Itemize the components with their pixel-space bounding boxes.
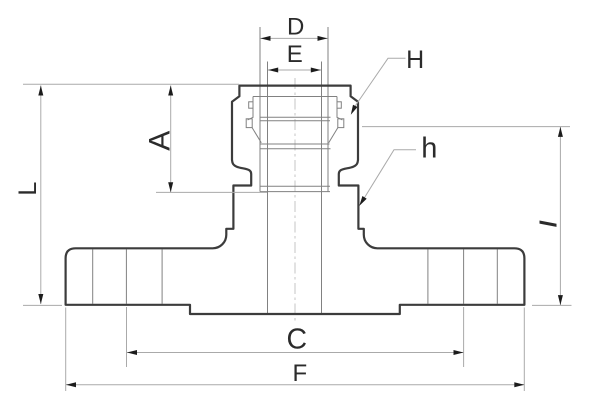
svg-text:E: E: [287, 41, 303, 68]
svg-text:l: l: [536, 220, 562, 227]
svg-text:F: F: [292, 360, 307, 387]
svg-text:C: C: [287, 324, 308, 356]
svg-text:H: H: [406, 46, 424, 74]
svg-text:h: h: [421, 133, 437, 165]
svg-text:D: D: [287, 14, 304, 41]
svg-text:L: L: [14, 182, 42, 196]
svg-text:A: A: [144, 131, 177, 151]
